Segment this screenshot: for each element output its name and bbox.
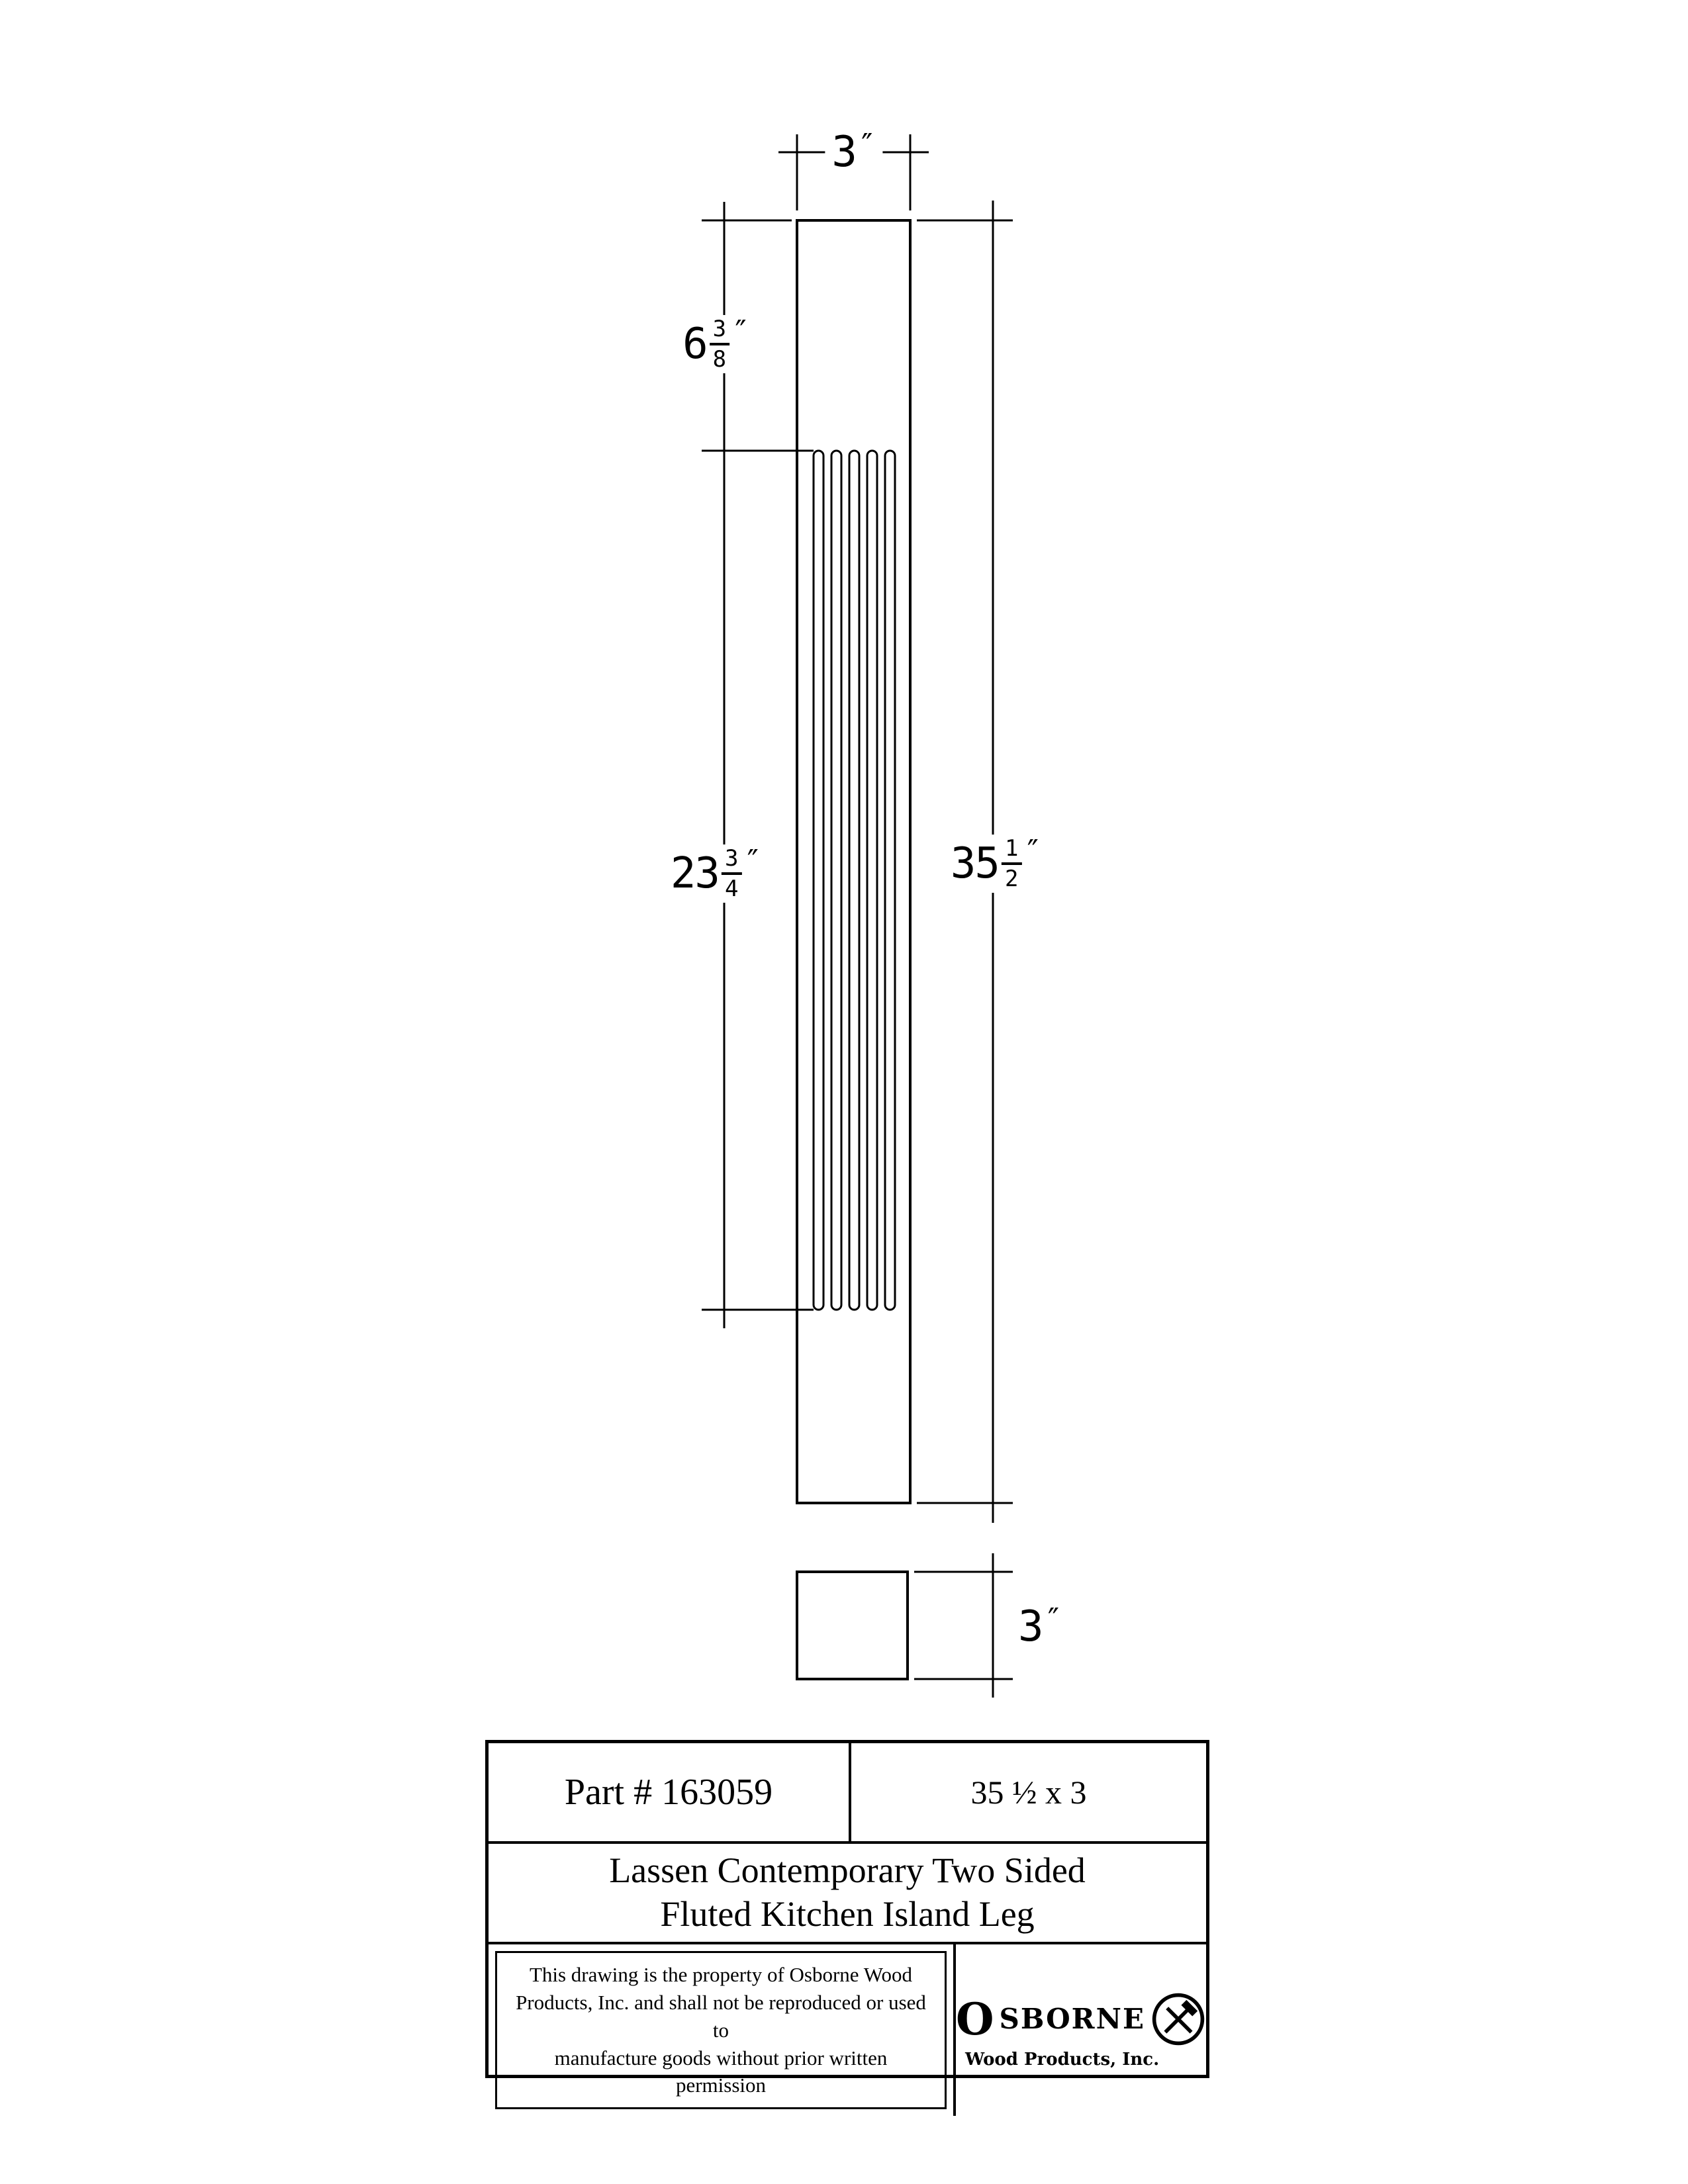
logo-wordmark-text: SBORNE [999,2002,1145,2035]
dim-value: 3 [1018,1602,1044,1651]
title-block-row-footer: This drawing is the property of Osborne … [489,1944,1206,2116]
inch-mark: ″ [731,314,750,349]
disclaimer-line3: manufacture goods without prior written … [554,2046,888,2097]
hammer-icon [1152,1993,1205,2045]
dim-fluted-section: 23 3 4 ″ [663,843,769,903]
title-block-row-part: Part # 163059 35 ½ x 3 [489,1743,1206,1844]
flute-line [848,449,861,1311]
inch-mark: ″ [857,127,876,163]
disclaimer-box: This drawing is the property of Osborne … [495,1951,947,2110]
disclaimer-line1: This drawing is the property of Osborne … [529,1963,913,1986]
title-block: Part # 163059 35 ½ x 3 Lassen Contempora… [485,1740,1209,2116]
leg-outline [796,219,912,1504]
flute-line [812,449,825,1311]
dim-value: 6 [682,320,708,369]
dim-square-width: 3 ″ [1011,1602,1070,1651]
dim-value: 23 [670,849,720,898]
dim-value: 35 [950,839,1000,888]
flute-line [884,449,896,1311]
cross-section-square [796,1570,909,1680]
inch-mark: ″ [1023,833,1043,869]
disclaimer-line2: Products, Inc. and shall not be reproduc… [516,1990,926,2042]
product-title-line2: Fluted Kitchen Island Leg [660,1894,1035,1934]
dim-total-height: 35 1 2 ″ [943,833,1049,893]
part-number-cell: Part # 163059 [489,1743,851,1841]
product-title-line1: Lassen Contemporary Two Sided [609,1850,1086,1891]
inch-mark: ″ [1044,1602,1063,1637]
part-number: Part # 163059 [564,1772,773,1813]
flute-line [866,449,878,1311]
logo-subtext: Wood Products, Inc. [964,2049,1160,2070]
size-cell: 35 ½ x 3 [851,1743,1206,1841]
product-title-cell: Lassen Contemporary Two Sided Fluted Kit… [489,1844,1206,1944]
dim-value: 3 [831,128,857,177]
flute-line [830,449,843,1311]
logo-letter-o: O [955,1993,994,2045]
dim-upper-section: 6 3 8 ″ [676,315,757,373]
dim-top-width: 3 ″ [825,127,883,177]
dim-fraction: 1 2 [1001,837,1022,890]
size-label: 35 ½ x 3 [970,1774,1087,1811]
disclaimer-cell: This drawing is the property of Osborne … [489,1944,956,2116]
dim-fraction: 3 8 [709,318,730,371]
dim-fraction: 3 4 [721,847,742,900]
inch-mark: ″ [743,843,763,879]
